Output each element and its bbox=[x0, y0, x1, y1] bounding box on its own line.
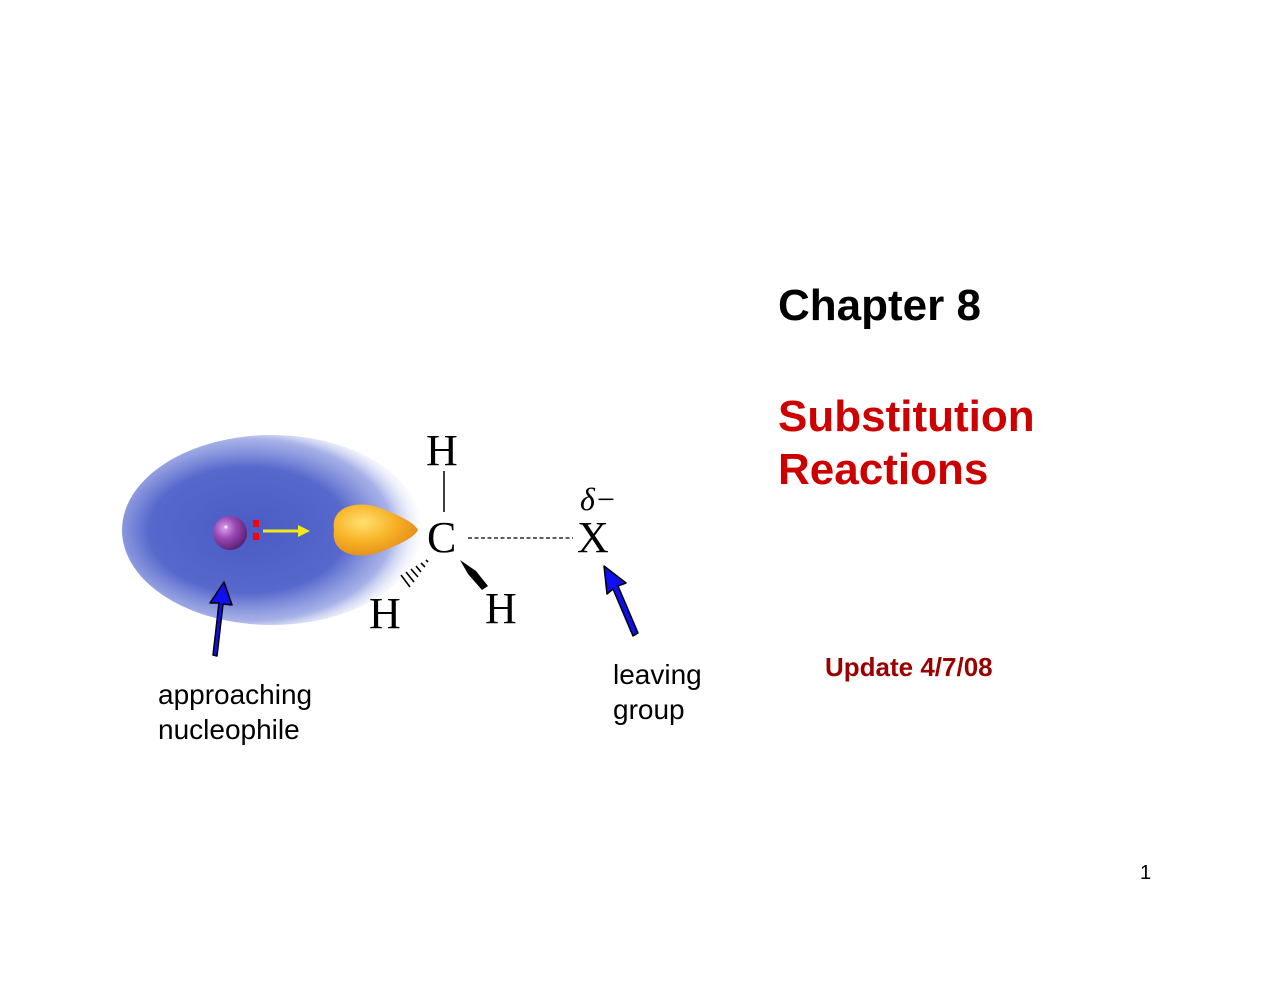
bond-c-h-wedge bbox=[460, 560, 488, 590]
leaving-group-label-line-1: leaving bbox=[613, 659, 702, 690]
slide-subtitle: Substitution Reactions bbox=[778, 390, 1035, 496]
up-arrow-icon bbox=[209, 581, 233, 657]
nucleophile-label-line-1: approaching bbox=[158, 679, 313, 710]
update-date: Update 4/7/08 bbox=[825, 652, 993, 682]
atom-leaving-x: X bbox=[577, 513, 609, 562]
subtitle-line-2: Reactions bbox=[778, 445, 989, 494]
leaving-group-label-line-2: group bbox=[613, 694, 685, 725]
atom-h-left: H bbox=[369, 589, 401, 638]
atom-h-top: H bbox=[426, 426, 458, 475]
nucleophile-label-line-2: nucleophile bbox=[158, 714, 300, 745]
slide-title: Chapter 8 bbox=[778, 281, 981, 330]
atom-h-right: H bbox=[485, 584, 517, 633]
leaving-group-label: leaving group bbox=[613, 657, 702, 727]
bond-c-h-hash bbox=[400, 559, 429, 588]
atom-carbon: C bbox=[427, 513, 456, 562]
lone-pair-bottom bbox=[253, 533, 259, 540]
nucleophile-atom bbox=[213, 516, 247, 550]
subtitle-line-1: Substitution bbox=[778, 392, 1035, 441]
up-arrow-icon bbox=[603, 565, 639, 637]
orbital-lobe bbox=[333, 504, 418, 556]
lone-pair-top bbox=[253, 520, 259, 527]
page-number: 1 bbox=[1140, 862, 1152, 884]
partial-charge: δ− bbox=[580, 481, 616, 517]
nucleophile-label: approaching nucleophile bbox=[158, 677, 312, 747]
